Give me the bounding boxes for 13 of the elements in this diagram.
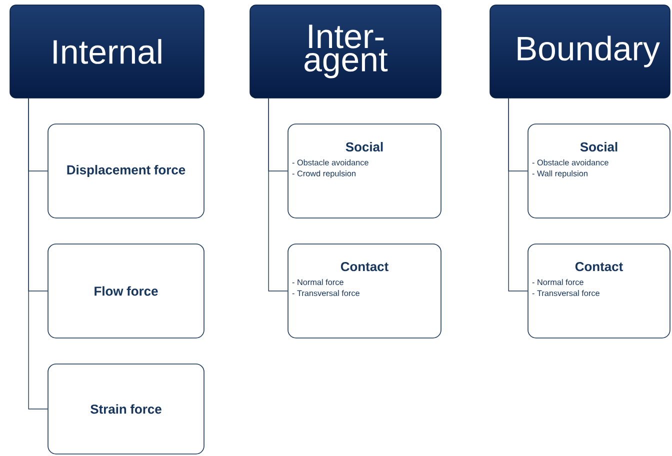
category-box: Inter-agent [250,4,442,98]
connector-line [268,98,288,292]
force-box: Strain force [48,364,204,454]
force-box: Contact - Normal force - Transversal force [528,244,670,338]
category-box: Boundary [490,4,670,98]
force-box: Displacement force [48,124,204,218]
force-box: Social - Obstacle avoidance - Wall repulsion [528,124,670,218]
force-box: Contact - Normal force - Transversal force [288,244,442,338]
connector-line [28,98,48,410]
force-box: Social - Obstacle avoidance - Crowd repulsion [288,124,442,218]
connector-line [508,98,528,292]
force-box: Flow force [48,244,204,338]
category-box: Internal [10,4,204,98]
